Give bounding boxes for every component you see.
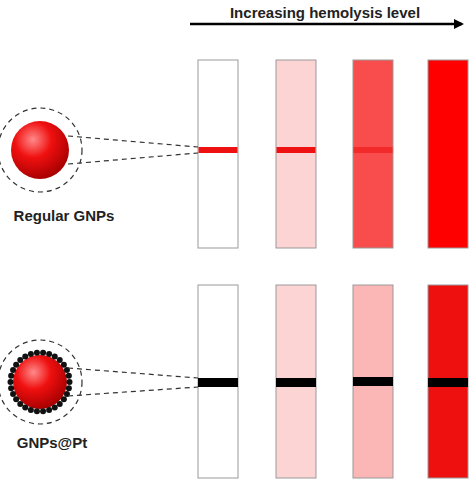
platinum-dot bbox=[28, 351, 34, 357]
platinum-dot bbox=[8, 385, 14, 391]
platinum-dot bbox=[66, 373, 72, 379]
zoom-line bbox=[68, 153, 198, 164]
particle-label: Regular GNPs bbox=[14, 207, 115, 224]
test-line-red bbox=[199, 147, 393, 153]
platinum-dot bbox=[8, 379, 14, 385]
platinum-dot bbox=[52, 353, 58, 359]
platinum-dot bbox=[28, 407, 34, 413]
particle-label: GNPs@Pt bbox=[17, 434, 87, 451]
platinum-dot bbox=[13, 362, 19, 368]
platinum-dot bbox=[67, 379, 73, 385]
platinum-dot bbox=[10, 391, 16, 397]
platinum-dot bbox=[40, 350, 46, 356]
platinum-dot bbox=[13, 396, 19, 402]
platinum-dot bbox=[40, 408, 46, 414]
test-line-black bbox=[198, 377, 468, 387]
zoom-circle bbox=[0, 340, 82, 424]
zoom-circle bbox=[0, 108, 82, 192]
platinum-dot bbox=[17, 401, 23, 407]
platinum-dot bbox=[61, 396, 67, 402]
zoom-line bbox=[68, 387, 198, 396]
platinum-dot bbox=[22, 405, 28, 411]
direction-arrow bbox=[190, 23, 462, 26]
platinum-dot bbox=[61, 362, 67, 368]
strip-row-regular bbox=[198, 60, 468, 248]
zoom-line bbox=[68, 368, 198, 378]
axis-heading: Increasing hemolysis level bbox=[230, 4, 420, 21]
strip-row-pt bbox=[198, 285, 468, 478]
platinum-dot bbox=[8, 373, 14, 379]
platinum-dot bbox=[34, 350, 40, 356]
platinum-shell bbox=[8, 350, 73, 415]
platinum-dot bbox=[46, 351, 52, 357]
gold-nanoparticle bbox=[13, 355, 67, 409]
platinum-dot bbox=[57, 401, 63, 407]
platinum-dot bbox=[17, 357, 23, 363]
platinum-dot bbox=[22, 353, 28, 359]
platinum-dot bbox=[10, 367, 16, 373]
gold-nanoparticle bbox=[11, 121, 69, 179]
platinum-dot bbox=[34, 408, 40, 414]
zoom-line bbox=[68, 136, 198, 147]
platinum-dot bbox=[66, 385, 72, 391]
platinum-dot bbox=[57, 357, 63, 363]
platinum-dot bbox=[52, 405, 58, 411]
platinum-dot bbox=[46, 407, 52, 413]
